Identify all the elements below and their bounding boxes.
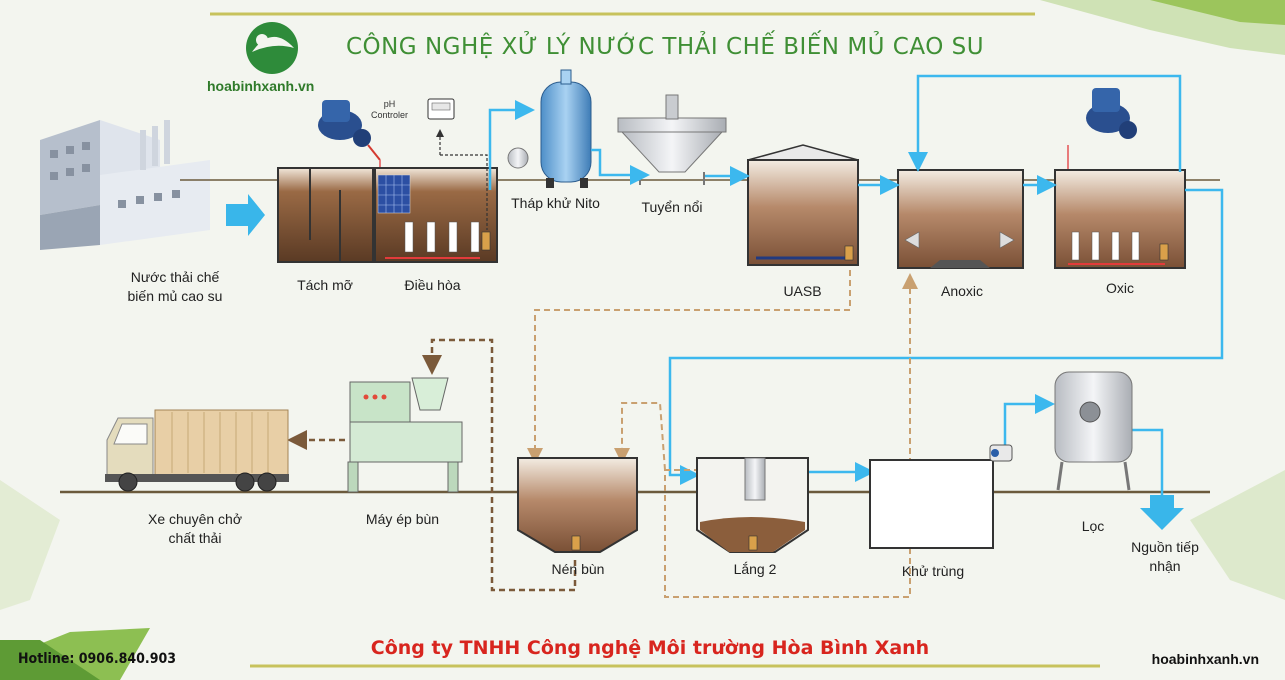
label-uasb: UASB: [783, 283, 822, 299]
uasb-reactor: [747, 144, 859, 266]
hotline: Hotline: 0906.840.903: [18, 651, 176, 667]
label-receiver: Nguồn tiếp nhận: [1120, 538, 1210, 576]
disinfection-tank: [869, 459, 994, 549]
ph-label-line2: Controler: [371, 110, 409, 120]
anoxic-tank: [897, 169, 1024, 269]
ph-controller-icon: [427, 98, 488, 230]
grease-trap-tank: [277, 167, 374, 263]
sludge-thickener-tank: [517, 457, 638, 553]
label-oxic: Oxic: [1106, 280, 1134, 296]
label-source: Nước thải chế biến mủ cao su: [105, 268, 245, 306]
label-flotation: Tuyển nổi: [641, 199, 703, 215]
label-source-line1: Nước thải chế: [130, 269, 220, 285]
flotation-unit: [617, 94, 727, 185]
brand-name: hoabinhxanh.vn: [207, 78, 315, 94]
filter-press-machine: [347, 377, 463, 493]
label-disinfection: Khử trùng: [901, 563, 965, 579]
label-source-line2: biến mủ cao su: [127, 288, 223, 304]
water-flow-lines: [488, 74, 1224, 500]
filter-tank: [1054, 371, 1133, 491]
label-equalization: Điều hòa: [404, 277, 461, 293]
truck-illustration: [105, 409, 289, 492]
logo: [246, 22, 298, 74]
label-truck: Xe chuyên chở chất thải: [130, 510, 260, 548]
label-grease-trap: Tách mỡ: [297, 277, 353, 293]
outflow-arrow-icon: [1140, 495, 1184, 530]
label-truck-line1: Xe chuyên chở: [147, 511, 242, 527]
pump-icon: [989, 444, 1013, 462]
label-receiver-line2: nhận: [1149, 558, 1181, 574]
label-receiver-line1: Nguồn tiếp: [1131, 539, 1199, 555]
company-name: Công ty TNHH Công nghệ Môi trường Hòa Bì…: [370, 637, 930, 659]
page-title: CÔNG NGHỆ XỬ LÝ NƯỚC THẢI CHẾ BIẾN MỦ CA…: [345, 34, 985, 60]
label-anoxic: Anoxic: [940, 283, 984, 299]
label-filter: Lọc: [1081, 518, 1105, 534]
settling-tank-2: [696, 457, 809, 553]
label-settling2: Lắng 2: [733, 561, 777, 577]
oxic-tank: [1054, 169, 1186, 269]
inflow-arrow-icon: [226, 194, 265, 236]
sludge-return-lines: [287, 338, 577, 592]
ph-controller-label: pH Controler: [371, 99, 408, 121]
stripping-tower: [507, 69, 592, 188]
label-press-machine: Máy ép bùn: [365, 511, 440, 527]
website: hoabinhxanh.vn: [1151, 651, 1259, 667]
label-truck-line2: chất thải: [168, 530, 222, 546]
equalization-tank: [374, 167, 498, 263]
ph-label-line1: pH: [383, 99, 396, 109]
label-stripping-tower: Tháp khử Nito: [511, 195, 600, 211]
factory-illustration: [40, 120, 210, 250]
label-sludge-thickener: Nén bùn: [551, 561, 605, 577]
